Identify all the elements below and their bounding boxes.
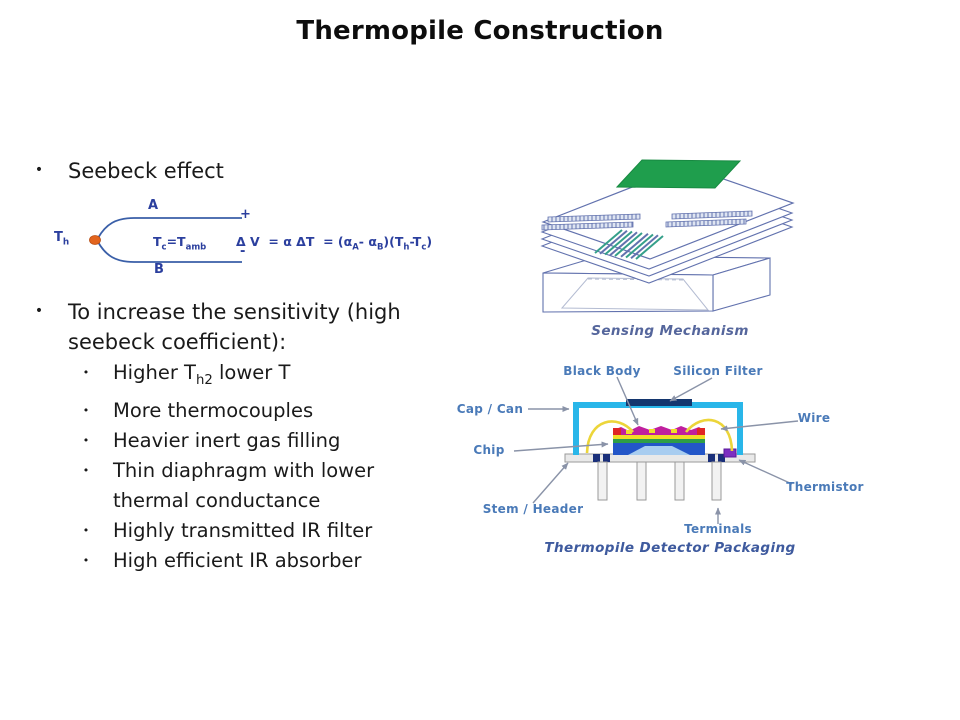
ir-absorber-square [615,159,742,189]
bullet-icon: • [82,433,90,447]
list-item: • Heavier inert gas filling [76,426,443,456]
list-item: • High efficient IR absorber [76,546,443,576]
thermistor-component [723,448,737,458]
sub-bullet-list: • Higher Th2 lower T • More thermocouple… [76,358,443,576]
bullet-icon: • [34,162,44,178]
wire-b-label: B [154,262,164,277]
electrode-rails [541,210,753,231]
packaging-caption: Thermopile Detector Packaging [544,540,796,556]
silicon-filter-bar [626,399,692,406]
wire-b-line [97,241,242,263]
bullet-icon: • [82,553,90,567]
hot-junction-label: Th [54,230,70,248]
packaging-drawing [513,376,799,524]
plus-sign: + [240,207,251,222]
sub-bullet-text: Highly transmitted IR filter [113,518,373,542]
etched-cavity-outline [560,277,710,311]
list-item: • More thermocouples [76,396,443,426]
annotation-arrows [513,376,799,524]
sensing-caption: Sensing Mechanism [591,323,749,339]
sub-bullet-text: Thin diaphragm with lower thermal conduc… [113,458,375,512]
page-title: Thermopile Construction [296,16,664,46]
bullet-sensitivity-text: To increase the sensitivity (high seebec… [68,300,401,354]
sub-bullet-text: Higher Th2 lower T [113,361,291,388]
list-item: • Highly transmitted IR filter [76,516,443,546]
bullet-icon: • [82,403,90,417]
label-cap-can: Cap / Can [456,402,524,416]
packaging-figure [430,352,870,567]
label-silicon-filter: Silicon Filter [673,364,763,378]
sensing-mechanism-drawing [540,159,795,313]
list-item: • Higher Th2 lower T [76,358,443,396]
label-wire: Wire [797,411,831,425]
sub-bullet-text: Heavier inert gas filling [113,428,341,452]
seebeck-formula: Δ V = α ΔT = (αA- αB)(Th-Tc) [236,234,433,253]
black-body-coating [613,426,705,435]
bullet-seebeck: • Seebeck effect [26,156,224,186]
seebeck-diagram-lines [89,217,242,263]
wire-a-line [97,217,242,239]
sub-bullet-text: More thermocouples [113,398,314,422]
hot-junction-dot [89,235,101,245]
bullet-icon: • [82,523,90,537]
wire-a-label: A [148,198,159,213]
list-item: • Thin diaphragm with lower thermal cond… [76,456,443,516]
sub-bullet-text: High efficient IR absorber [113,548,362,572]
terminal-legs [597,461,722,501]
thermocouple-stripes [594,229,664,260]
bullet-seebeck-text: Seebeck effect [68,159,224,183]
label-chip: Chip [473,443,505,457]
sensing-mechanism-figure [535,148,805,326]
bullet-icon: • [34,303,44,319]
label-terminals: Terminals [684,522,752,536]
thermopile-chip [613,426,705,455]
bullet-sensitivity: • To increase the sensitivity (high seeb… [26,297,418,357]
label-black-body: Black Body [563,364,641,378]
header-insulator-notches [593,454,725,462]
bond-wires [585,418,734,454]
label-stem-header: Stem / Header [482,502,584,516]
cold-junction-label: Tc=Tamb [153,234,207,253]
bullet-icon: • [82,366,90,379]
minus-sign: - [240,244,246,259]
bullet-icon: • [82,463,90,477]
seebeck-diagram: Th A B + - Tc=Tamb Δ V = α ΔT = (αA- αB)… [50,196,450,291]
label-thermistor: Thermistor [786,480,864,494]
